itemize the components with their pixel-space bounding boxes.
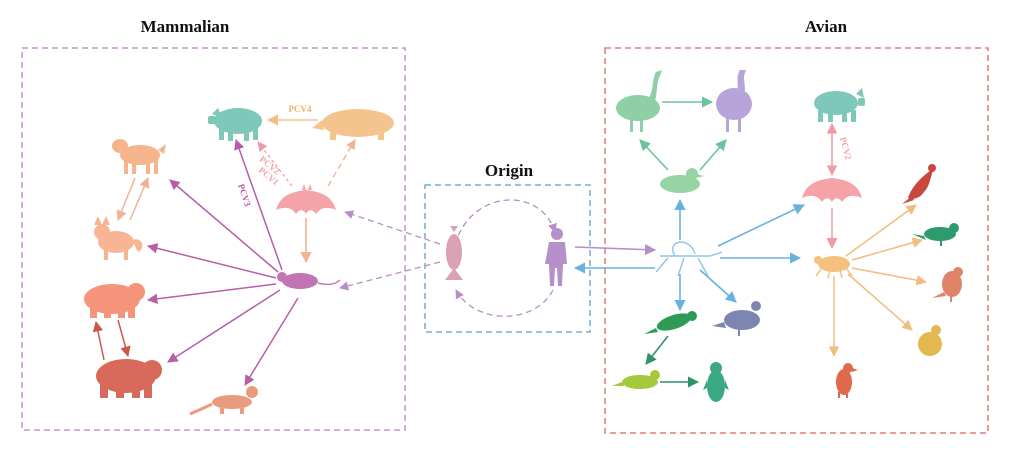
origin-cycle [454, 199, 557, 317]
arrow-mosquito-to-bat-avian [717, 204, 806, 247]
duck-icon [660, 168, 704, 193]
arrow-rodent-to-dog [169, 179, 279, 273]
pig-icon [208, 108, 262, 141]
mosquito-icon [655, 241, 723, 277]
goose-icon [616, 70, 662, 132]
arrow-fish-to-rodent [339, 261, 441, 291]
human-icon [545, 228, 567, 286]
badger-icon [312, 109, 394, 140]
origin-title: Origin [485, 161, 534, 180]
bat-avian-icon [802, 178, 862, 202]
mammalian-title: Mammalian [141, 17, 230, 36]
arrow-duck-to-purple-goose [699, 139, 727, 171]
arrow-human-to-mosquito [574, 244, 657, 256]
pig-avian-icon [814, 88, 865, 122]
arrow-mosquito-to-pigeon [699, 269, 737, 303]
finch-icon [612, 370, 660, 389]
fox-icon [94, 216, 143, 260]
parrot-icon [644, 311, 697, 334]
bat-icon [276, 184, 336, 214]
avian-title: Avian [805, 17, 848, 36]
arrow-rodent-to-bear-dark [167, 289, 281, 363]
magpie-icon [912, 223, 959, 246]
dog-icon [112, 139, 166, 174]
robin-icon [932, 267, 963, 302]
weasel-icon [189, 386, 258, 416]
arrow-parrot-to-finch [645, 335, 669, 365]
arrow-bear-light-to-dark [117, 319, 131, 358]
fish-icon [445, 226, 463, 280]
penguin-icon [703, 362, 729, 402]
tick-icon [814, 256, 853, 279]
bear-light-icon [84, 283, 145, 318]
arrow-fish-to-bat [344, 210, 441, 245]
cardinal-icon [902, 164, 936, 204]
arrow-rodent-to-fox [146, 243, 277, 279]
pcv2-right-label: PCV2 [838, 136, 854, 161]
pigeon-icon [712, 301, 761, 336]
arrow-duck-to-goose [639, 139, 669, 171]
puffin-icon [836, 363, 858, 398]
pcv4-label: PCV4 [289, 104, 312, 114]
arrow-bat-to-badger [327, 139, 356, 187]
origin-box [424, 184, 591, 333]
arrow-rodent-to-bear-light [146, 283, 277, 305]
arrow-rodent-to-pig [234, 139, 283, 271]
goose-purple-icon [716, 70, 752, 132]
arrow-rodent-to-weasel [244, 297, 299, 386]
arrow-tick-to-cardinal [845, 204, 917, 257]
rodent-icon [277, 272, 341, 289]
arrow-dog-to-fox [116, 177, 136, 221]
arrow-fox-to-dog [129, 177, 150, 221]
arrow-tick-to-chicken [847, 273, 913, 331]
chicken-icon [912, 325, 942, 356]
arrow-tick-to-magpie [851, 237, 924, 261]
arrow-bear-dark-to-light [92, 320, 105, 361]
arrow-tick-to-robin [851, 267, 928, 286]
bear-dark-icon [96, 359, 162, 398]
mammalian-box [21, 47, 406, 431]
pcv3-label: PCV3 [236, 183, 253, 208]
avian-box [604, 47, 989, 434]
